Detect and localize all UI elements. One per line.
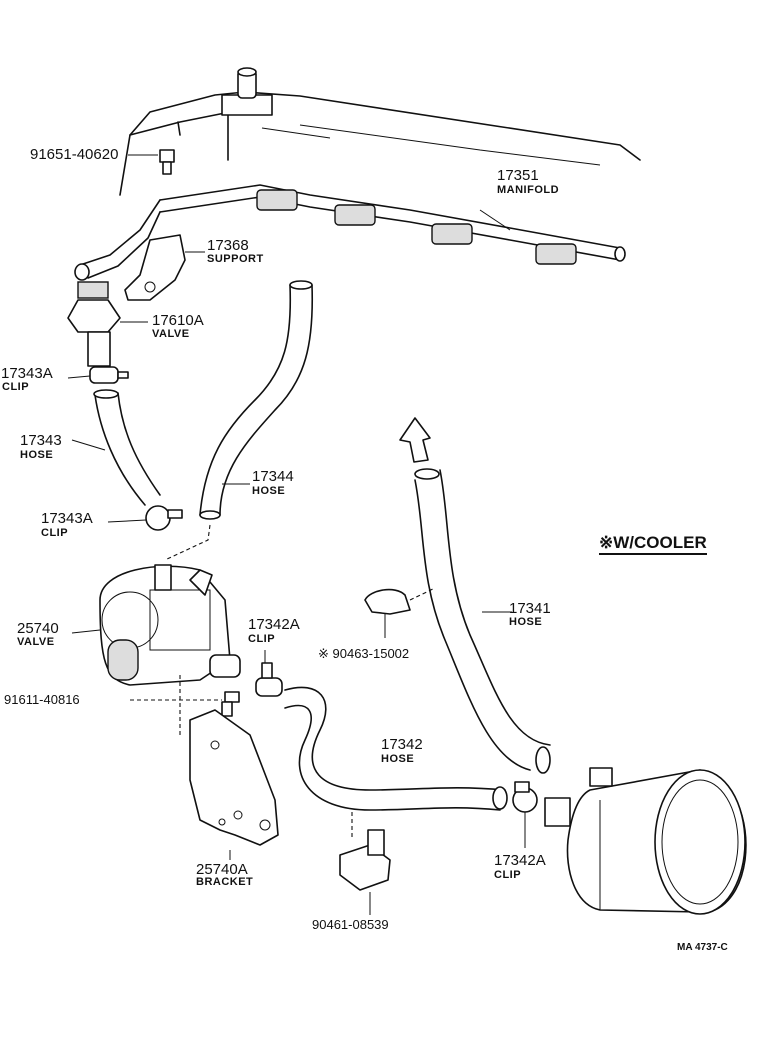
hose-17342-name: HOSE [381,753,415,765]
bracket-25740a-number: 25740A [196,861,248,878]
valve-17610a-name: VALVE [152,328,190,340]
hose-17344-number: 17344 [252,468,294,485]
support-number: 17368 [207,237,249,254]
hose-17344 [164,280,314,561]
hose-17341-name: HOSE [509,616,543,628]
flow-arrow-icon [399,417,431,463]
valve-17610a-icon [67,281,148,367]
hose-17342-number: 17342 [381,736,423,753]
clip-17343a-bottom-icon [107,505,183,531]
clip-17343a-top-name: CLIP [2,381,30,393]
manifold-pipe [74,184,626,281]
clip-17342a-left-icon [255,650,283,697]
clip-17343a-bottom-number: 17343A [41,510,93,527]
support-bracket [124,234,205,301]
valve-25740-icon [71,564,241,686]
clip-17343a-top-icon [67,366,129,384]
cylinder-head [119,67,641,196]
clip-90463-number: ※ 90463-15002 [318,646,410,661]
bracket-25740a-name: BRACKET [196,876,254,888]
support-name: SUPPORT [207,253,264,265]
clamp-90461-number: 90461-08539 [312,917,389,932]
clip-17343a-top-number: 17343A [1,365,53,382]
hose-17343-number: 17343 [20,432,62,449]
valve-17610a-number: 17610A [152,312,204,329]
bolt-91611-number: 91611-40816 [4,692,80,707]
clip-17342a-right-icon [512,781,538,848]
clip-17342a-right-name: CLIP [494,869,522,881]
valve-25740-number: 25740 [17,620,59,637]
manifold-name: MANIFOLD [497,184,560,196]
reference-code: MA 4737-C [677,942,728,953]
hose-17341 [414,468,551,774]
cooler-note: ※W/COOLER [599,534,707,555]
hose-17343-name: HOSE [20,449,54,461]
valve-25740-name: VALVE [17,636,55,648]
hose-17341-number: 17341 [509,600,551,617]
clip-17342a-left-name: CLIP [248,633,276,645]
hose-17344-name: HOSE [252,485,286,497]
clamp-90461-icon [339,829,391,915]
compressor-icon [544,767,747,915]
hose-17343 [71,389,161,506]
manifold-number: 17351 [497,167,539,184]
clip-17342a-left-number: 17342A [248,616,300,633]
bolt-91651-number: 91651-40620 [30,146,119,163]
bolt-91611-icon [130,675,240,735]
clip-90463-icon [364,587,436,638]
bracket-25740a-icon [189,709,279,860]
hose-17342 [284,686,508,840]
clip-17342a-right-number: 17342A [494,852,546,869]
bolt-91651-icon [128,149,175,175]
clip-17343a-bottom-name: CLIP [41,527,69,539]
